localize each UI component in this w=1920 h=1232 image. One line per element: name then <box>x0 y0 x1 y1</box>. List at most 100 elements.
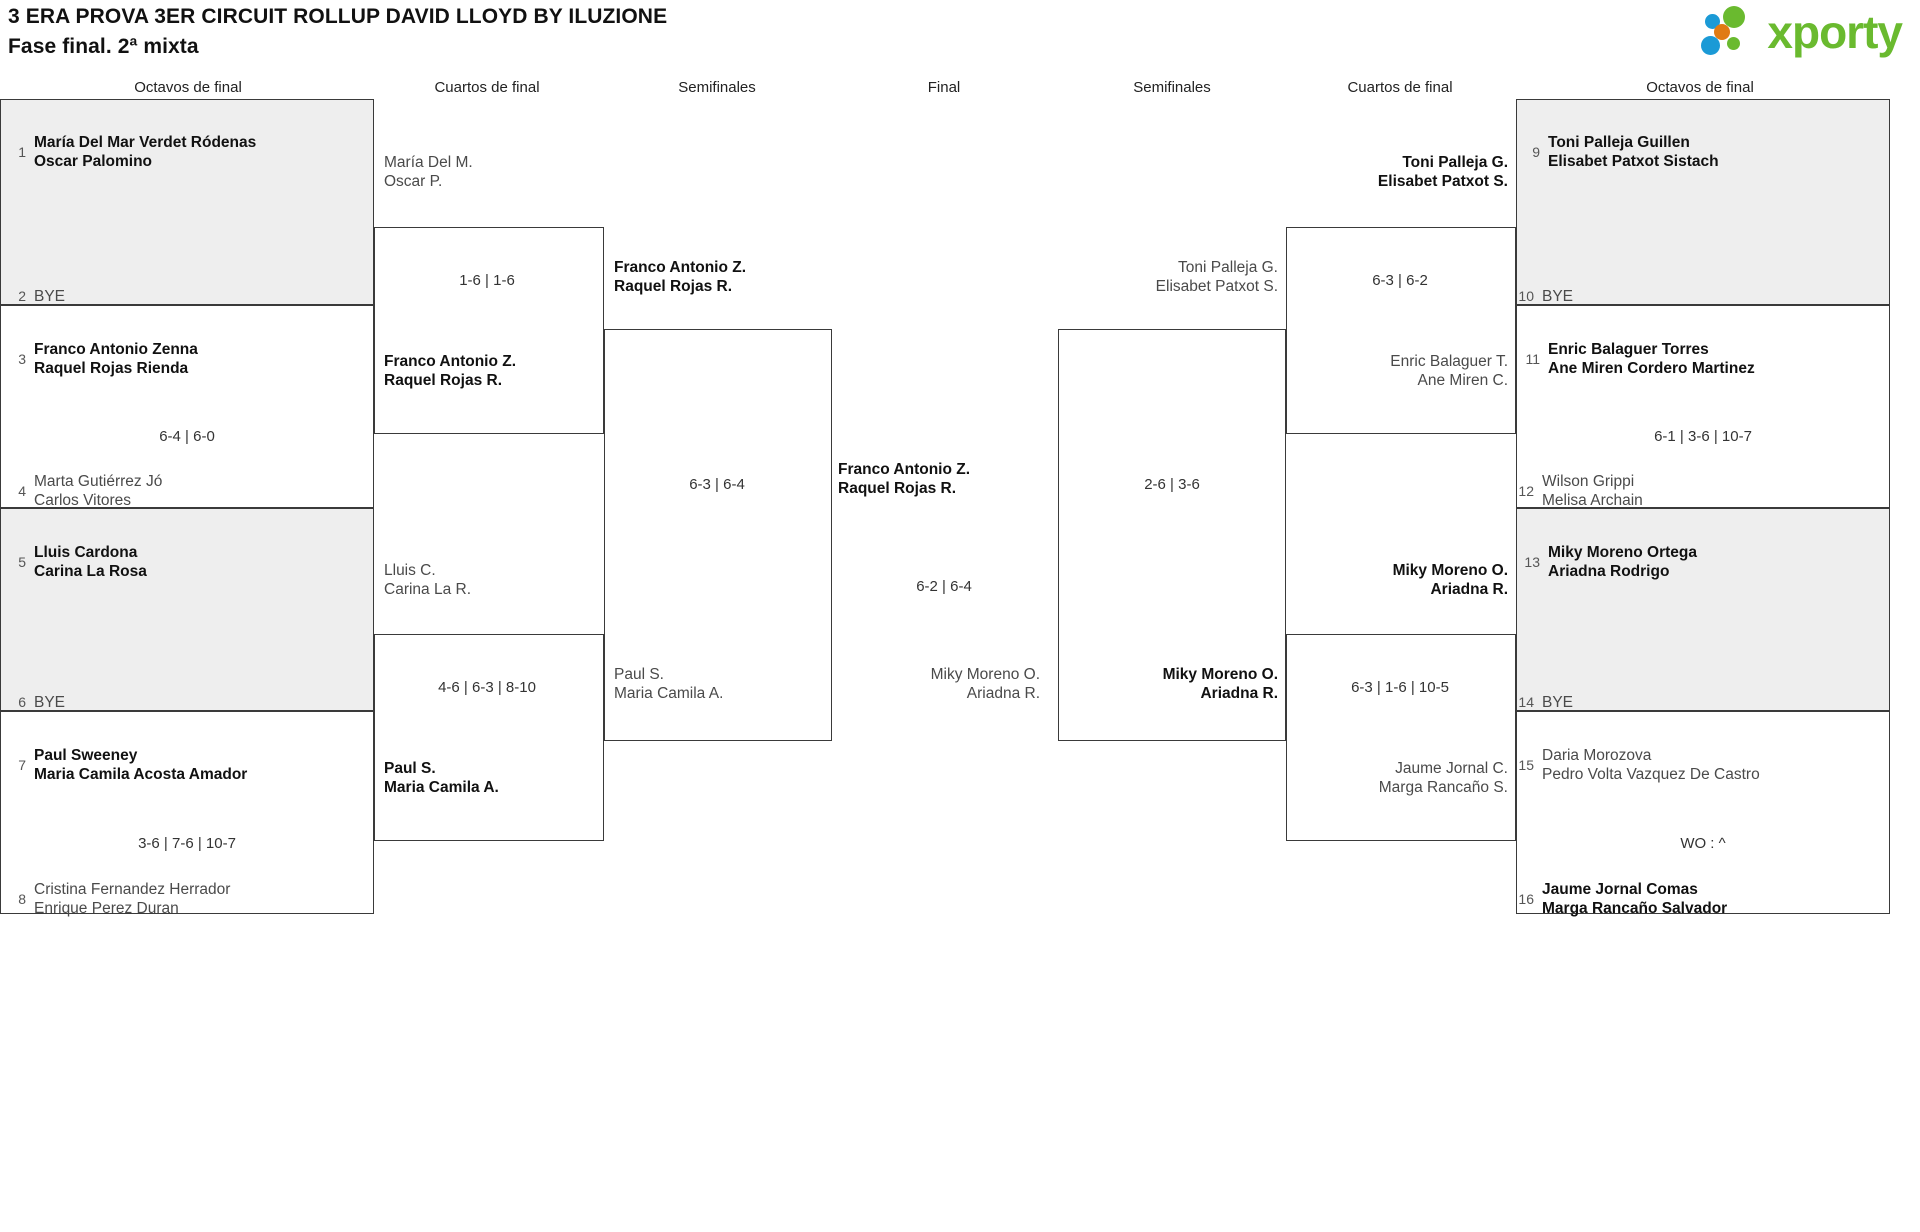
page-header: 3 ERA PROVA 3ER CIRCUIT ROLLUP DAVID LLO… <box>8 4 667 61</box>
round-label-left-sf: Semifinales <box>678 79 756 96</box>
advance-left-qf-1-top: María Del M.Oscar P. <box>384 154 473 191</box>
match-box-right-r16-1[interactable] <box>1516 99 1890 305</box>
score-left-qf-2: 4-6 | 6-3 | 8-10 <box>438 679 536 696</box>
seed-number: 9 <box>1532 143 1540 160</box>
match-box-left-r16-4[interactable] <box>0 711 374 914</box>
score-right-r16-4: WO : ^ <box>1680 835 1726 852</box>
match-box-right-qf-2[interactable] <box>1286 634 1516 841</box>
score-right-qf-1: 6-3 | 6-2 <box>1372 272 1428 289</box>
round-label-left-r16: Octavos de final <box>134 79 242 96</box>
match-box-left-r16-3[interactable] <box>0 508 374 711</box>
match-box-left-r16-1[interactable] <box>0 99 374 305</box>
seed-number: 12 <box>1518 482 1534 499</box>
advance-final-bottom: Miky Moreno O.Ariadna R. <box>930 666 1040 703</box>
score-right-sf: 2-6 | 3-6 <box>1144 476 1200 493</box>
advance-right-qf-2-bottom: Jaume Jornal C.Marga Rancaño S. <box>1378 760 1508 797</box>
advance-left-qf-1-bottom: Franco Antonio Z.Raquel Rojas R. <box>384 353 517 390</box>
score-final: 6-2 | 6-4 <box>916 578 972 595</box>
seed-number: 10 <box>1518 287 1534 304</box>
round-label-left-qf: Cuartos de final <box>434 79 540 96</box>
advance-final-top: Franco Antonio Z.Raquel Rojas R. <box>838 461 971 498</box>
seed-number: 11 <box>1525 350 1540 367</box>
seed-names: BYE <box>34 694 66 711</box>
seed-number: 3 <box>18 350 26 367</box>
seed-entry-2[interactable]: 2 BYE <box>10 287 65 306</box>
advance-left-qf-2-bottom: Paul S.Maria Camila A. <box>384 760 499 797</box>
seed-number: 15 <box>1518 756 1534 773</box>
seed-number: 13 <box>1524 553 1540 570</box>
seed-entry-6[interactable]: 6 BYE <box>10 693 65 712</box>
seed-number: 5 <box>18 553 26 570</box>
seed-number: 4 <box>18 482 26 499</box>
match-box-right-sf[interactable] <box>1058 329 1286 741</box>
score-right-r16-2: 6-1 | 3-6 | 10-7 <box>1654 428 1752 445</box>
xporty-logo[interactable]: xporty <box>1701 6 1903 58</box>
advance-left-qf-2-top: Lluis C.Carina La R. <box>384 562 472 599</box>
xporty-wordmark: xporty <box>1767 6 1903 58</box>
match-box-right-r16-3[interactable] <box>1516 508 1890 711</box>
score-left-r16-2: 6-4 | 6-0 <box>159 428 215 445</box>
xporty-dots-icon <box>1701 6 1761 58</box>
match-box-right-qf-1[interactable] <box>1286 227 1516 434</box>
seed-number: 8 <box>18 890 26 907</box>
score-left-sf: 6-3 | 6-4 <box>689 476 745 493</box>
round-label-right-qf: Cuartos de final <box>1347 79 1453 96</box>
seed-number: 1 <box>18 143 26 160</box>
match-box-left-sf[interactable] <box>604 329 832 741</box>
page-subtitle: Fase final. 2ª mixta <box>8 35 199 59</box>
seed-number: 16 <box>1518 890 1534 907</box>
seed-number: 6 <box>18 693 26 710</box>
seed-number: 14 <box>1518 693 1534 710</box>
page-title: 3 ERA PROVA 3ER CIRCUIT ROLLUP DAVID LLO… <box>8 5 668 28</box>
score-left-qf-1: 1-6 | 1-6 <box>459 272 515 289</box>
seed-names: BYE <box>1542 694 1574 711</box>
advance-right-sf-bottom: Miky Moreno O.Ariadna R. <box>1162 666 1278 703</box>
seed-number: 7 <box>18 756 26 773</box>
seed-names: BYE <box>34 288 66 305</box>
match-box-left-qf-2[interactable] <box>374 634 604 841</box>
seed-entry-14[interactable]: 14 BYE <box>1518 693 1573 712</box>
round-label-right-r16: Octavos de final <box>1646 79 1754 96</box>
advance-right-qf-1-bottom: Enric Balaguer T.Ane Miren C. <box>1390 353 1508 390</box>
round-label-final: Final <box>927 79 961 96</box>
seed-entry-10[interactable]: 10 BYE <box>1518 287 1573 306</box>
advance-left-sf-top: Franco Antonio Z.Raquel Rojas R. <box>614 259 747 296</box>
round-label-right-sf: Semifinales <box>1133 79 1211 96</box>
advance-right-sf-top: Toni Palleja G.Elisabet Patxot S. <box>1155 259 1278 296</box>
match-box-right-r16-2[interactable] <box>1516 305 1890 508</box>
score-right-qf-2: 6-3 | 1-6 | 10-5 <box>1351 679 1449 696</box>
seed-names: BYE <box>1542 288 1574 305</box>
match-box-left-r16-2[interactable] <box>0 305 374 508</box>
advance-right-qf-1-top: Toni Palleja G.Elisabet Patxot S. <box>1377 154 1508 191</box>
score-left-r16-4: 3-6 | 7-6 | 10-7 <box>138 835 236 852</box>
match-box-left-qf-1[interactable] <box>374 227 604 434</box>
advance-right-qf-2-top: Miky Moreno O.Ariadna R. <box>1392 562 1508 599</box>
match-box-right-r16-4[interactable] <box>1516 711 1890 914</box>
seed-number: 2 <box>18 287 26 304</box>
